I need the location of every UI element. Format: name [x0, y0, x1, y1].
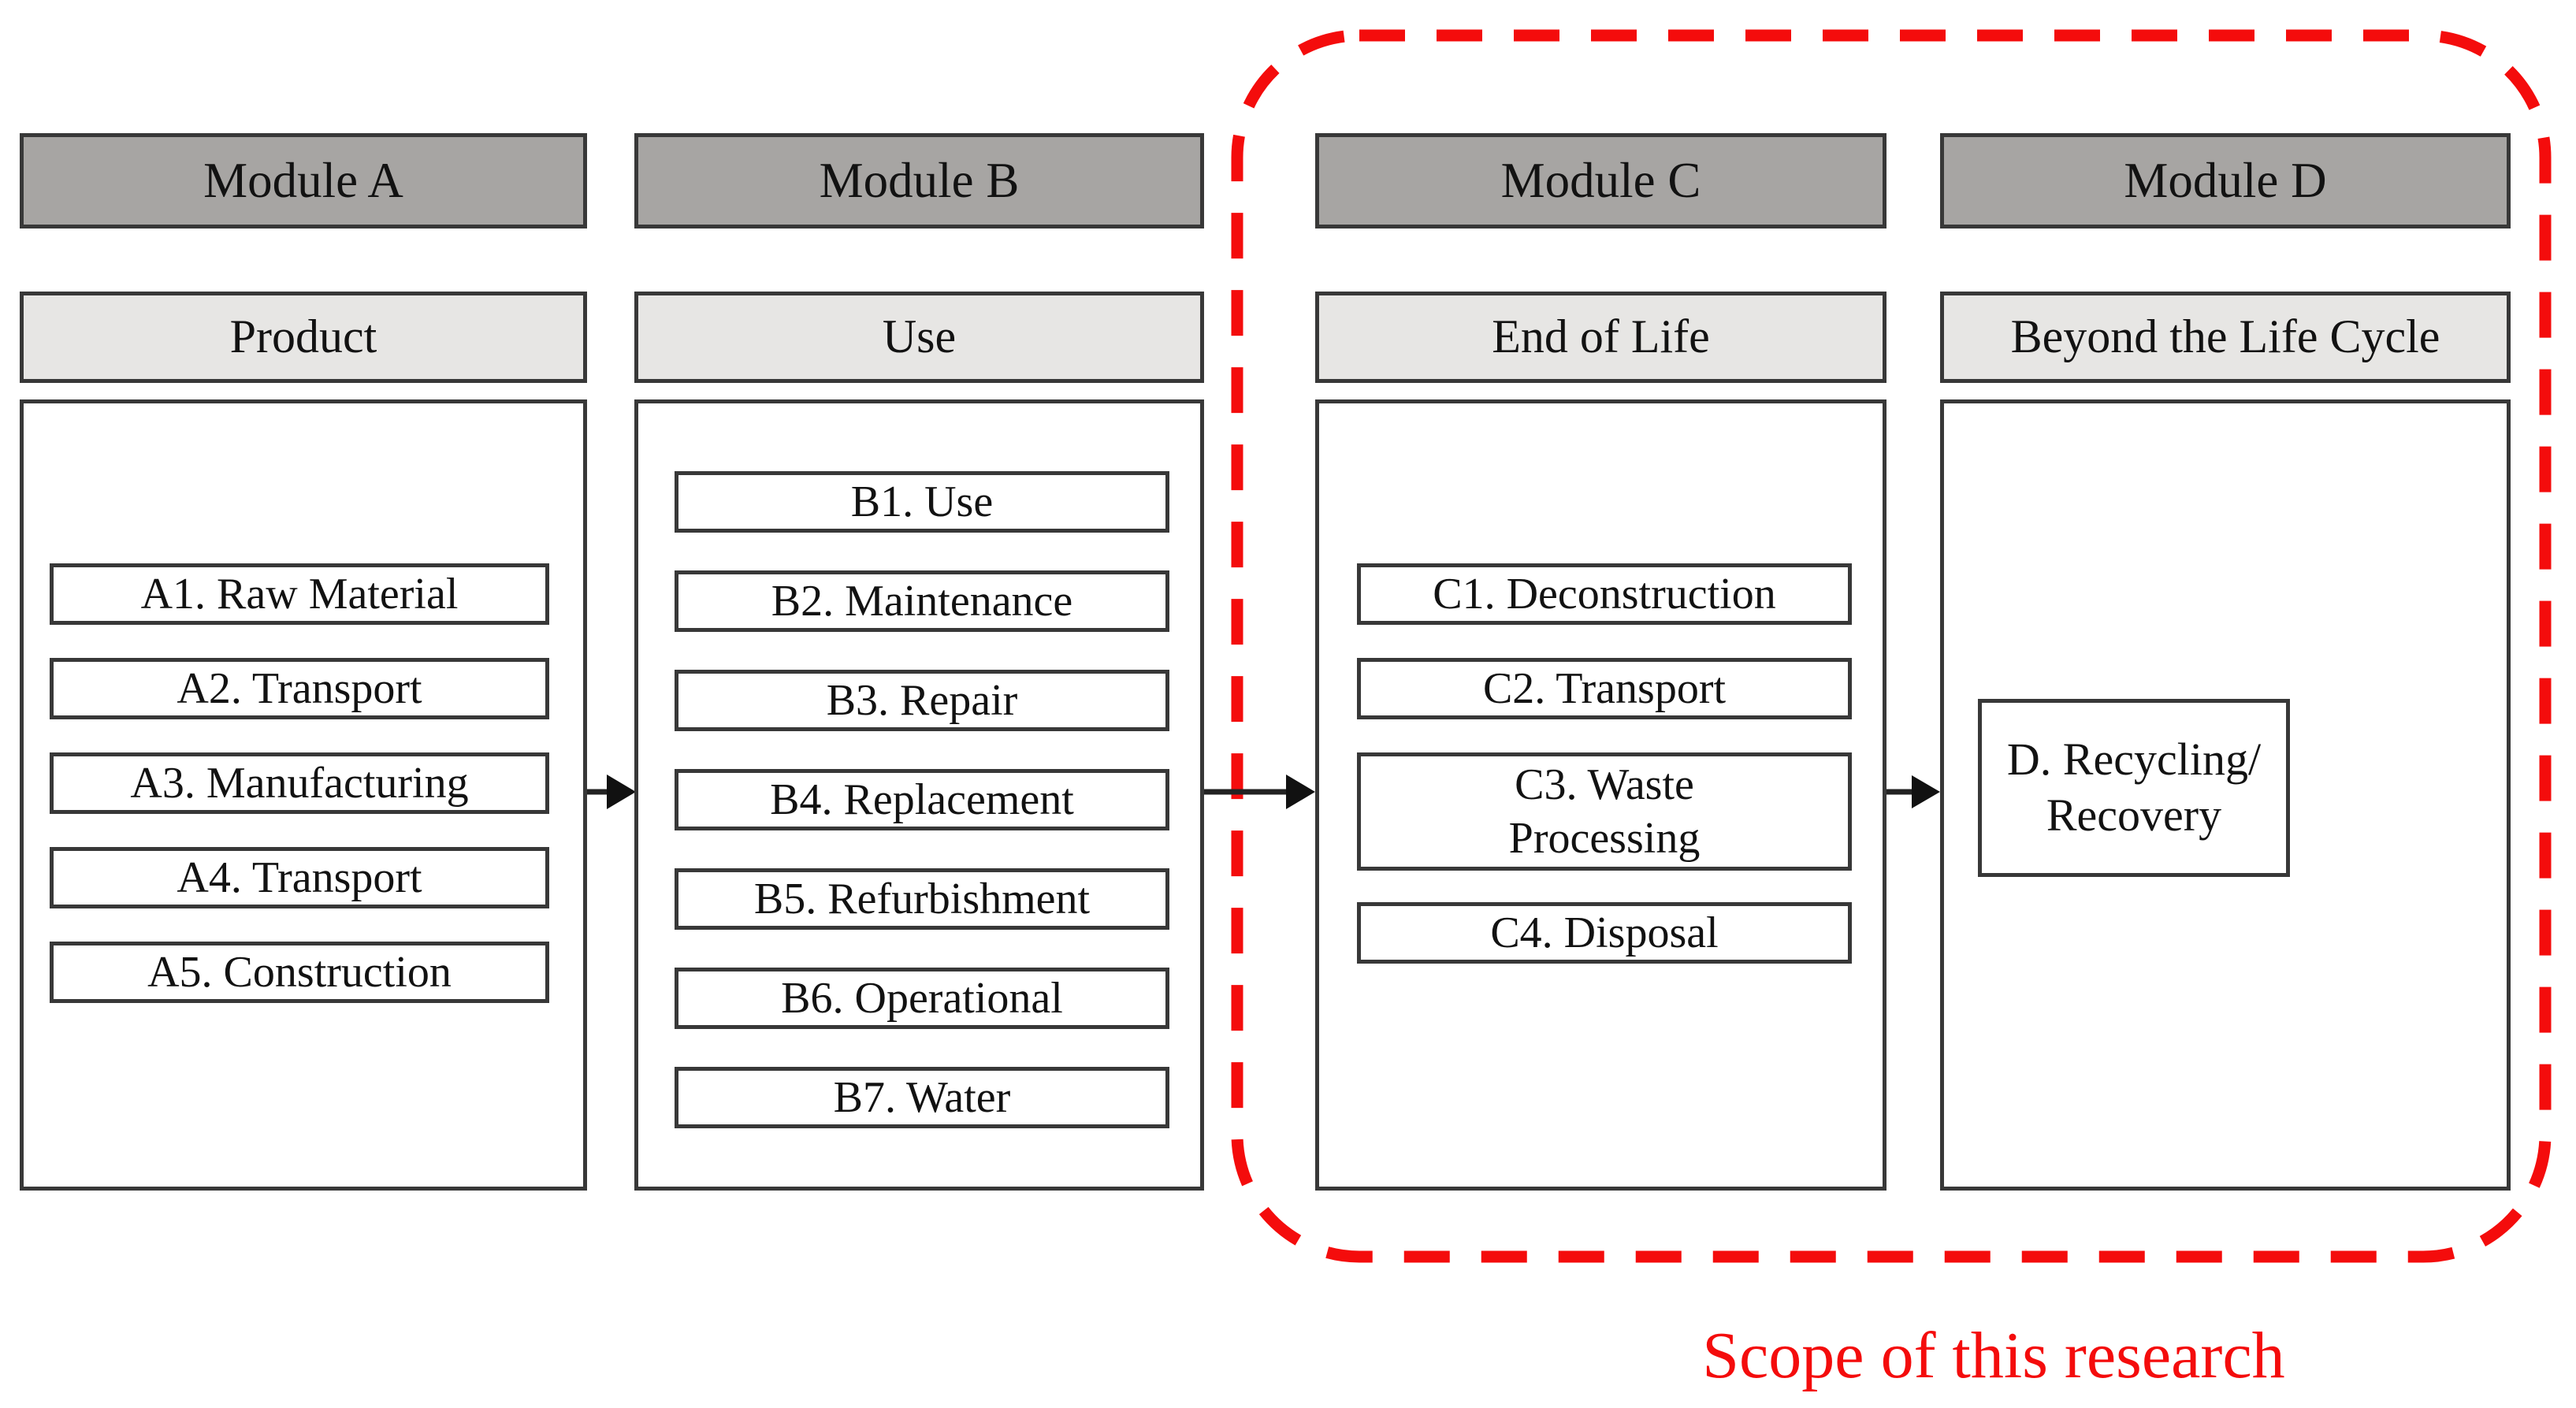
item-b6: B6. Operational — [675, 968, 1169, 1029]
item-a3: A3. Manufacturing — [50, 752, 549, 814]
module-b-subheader: Use — [634, 292, 1204, 383]
item-a4: A4. Transport — [50, 847, 549, 908]
module-d-header: Module D — [1940, 133, 2511, 228]
module-c-header: Module C — [1315, 133, 1886, 228]
module-a-header: Module A — [20, 133, 587, 228]
item-b1: B1. Use — [675, 471, 1169, 533]
module-b-header: Module B — [634, 133, 1204, 228]
item-d-recycling-recovery: D. Recycling/ Recovery — [1978, 699, 2290, 877]
arrow-a-to-b — [587, 775, 636, 809]
arrow-b-to-c — [1204, 775, 1315, 809]
scope-label: Scope of this research — [1702, 1319, 2285, 1392]
item-c3: C3. Waste Processing — [1357, 752, 1852, 871]
item-c1: C1. Deconstruction — [1357, 563, 1852, 625]
item-b2: B2. Maintenance — [675, 570, 1169, 632]
item-c2: C2. Transport — [1357, 658, 1852, 719]
item-b3: B3. Repair — [675, 670, 1169, 731]
item-c4: C4. Disposal — [1357, 902, 1852, 964]
module-d-subheader: Beyond the Life Cycle — [1940, 292, 2511, 383]
item-a5: A5. Construction — [50, 942, 549, 1003]
scope-dashed-outline — [1231, 29, 2552, 1263]
item-a1: A1. Raw Material — [50, 563, 549, 625]
item-b5: B5. Refurbishment — [675, 868, 1169, 930]
module-a-subheader: Product — [20, 292, 587, 383]
arrow-c-to-d — [1886, 775, 1940, 808]
item-b4: B4. Replacement — [675, 769, 1169, 830]
item-a2: A2. Transport — [50, 658, 549, 719]
item-b7: B7. Water — [675, 1067, 1169, 1128]
module-c-subheader: End of Life — [1315, 292, 1886, 383]
